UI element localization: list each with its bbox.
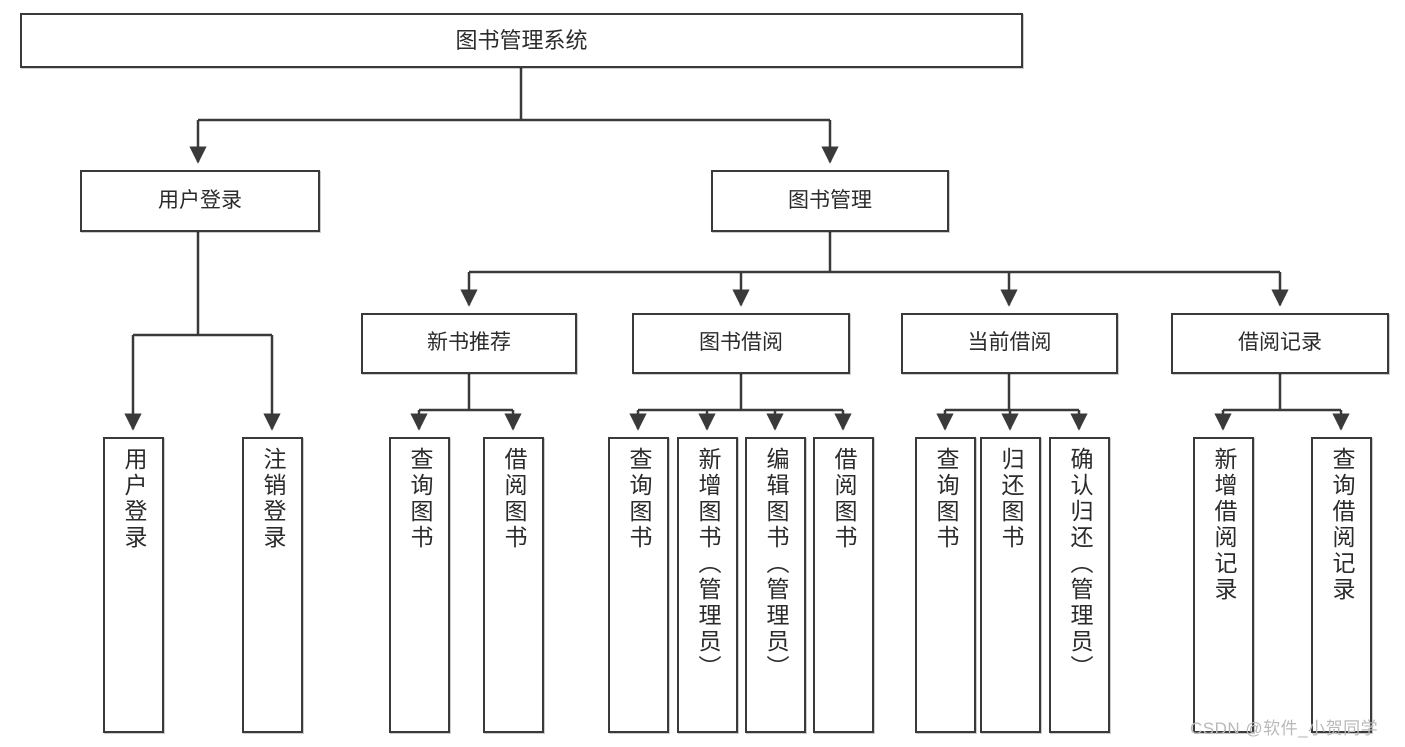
node-label: 借阅图书 bbox=[501, 447, 527, 551]
leaf-user-login-logout[interactable]: 注销登录 bbox=[242, 437, 303, 733]
node-label: 归还图书 bbox=[998, 447, 1024, 551]
node-label: 用户登录 bbox=[158, 188, 242, 212]
node-book-management-system[interactable]: 图书管理系统 bbox=[20, 13, 1023, 68]
leaf-new-book-borrow-book[interactable]: 借阅图书 bbox=[483, 437, 544, 733]
node-label: 用户登录 bbox=[121, 447, 147, 551]
node-label: 确认归还（管理员） bbox=[1067, 447, 1093, 681]
node-label: 图书管理 bbox=[788, 188, 872, 212]
leaf-book-borrow-add-book-admin[interactable]: 新增图书（管理员） bbox=[677, 437, 738, 733]
node-label: 图书借阅 bbox=[699, 331, 783, 355]
leaf-user-login-do-login[interactable]: 用户登录 bbox=[103, 437, 164, 733]
leaf-book-borrow-query-book[interactable]: 查询图书 bbox=[608, 437, 669, 733]
leaf-new-book-query-book[interactable]: 查询图书 bbox=[389, 437, 450, 733]
node-label: 当前借阅 bbox=[967, 331, 1052, 355]
node-user-login[interactable]: 用户登录 bbox=[80, 170, 320, 232]
leaf-borrow-record-add-record[interactable]: 新增借阅记录 bbox=[1193, 437, 1254, 733]
node-label: 新增借阅记录 bbox=[1211, 447, 1237, 603]
node-label: 借阅图书 bbox=[831, 447, 857, 551]
leaf-current-borrow-confirm-return-admin[interactable]: 确认归还（管理员） bbox=[1049, 437, 1110, 733]
node-label: 查询借阅记录 bbox=[1329, 447, 1355, 603]
node-new-book-recommend[interactable]: 新书推荐 bbox=[361, 313, 577, 374]
leaf-borrow-record-query-record[interactable]: 查询借阅记录 bbox=[1311, 437, 1372, 733]
node-borrow-record[interactable]: 借阅记录 bbox=[1171, 313, 1389, 374]
node-book-management[interactable]: 图书管理 bbox=[711, 170, 949, 232]
node-label: 查询图书 bbox=[407, 447, 433, 551]
node-label: 注销登录 bbox=[260, 447, 286, 551]
node-label: 查询图书 bbox=[933, 447, 959, 551]
csdn-watermark: CSDN @软件_小贺同学 bbox=[1190, 719, 1379, 738]
node-label: 新增图书（管理员） bbox=[695, 447, 721, 681]
leaf-book-borrow-borrow-book[interactable]: 借阅图书 bbox=[813, 437, 874, 733]
node-label: 图书管理系统 bbox=[455, 27, 588, 53]
node-book-borrow[interactable]: 图书借阅 bbox=[632, 313, 850, 374]
node-label: 新书推荐 bbox=[427, 331, 511, 355]
node-label: 查询图书 bbox=[626, 447, 652, 551]
node-current-borrow[interactable]: 当前借阅 bbox=[901, 313, 1118, 374]
leaf-current-borrow-return-book[interactable]: 归还图书 bbox=[980, 437, 1041, 733]
leaf-book-borrow-edit-book-admin[interactable]: 编辑图书（管理员） bbox=[745, 437, 806, 733]
leaf-current-borrow-query-book[interactable]: 查询图书 bbox=[915, 437, 976, 733]
node-label: 编辑图书（管理员） bbox=[763, 447, 789, 681]
node-label: 借阅记录 bbox=[1238, 331, 1322, 355]
